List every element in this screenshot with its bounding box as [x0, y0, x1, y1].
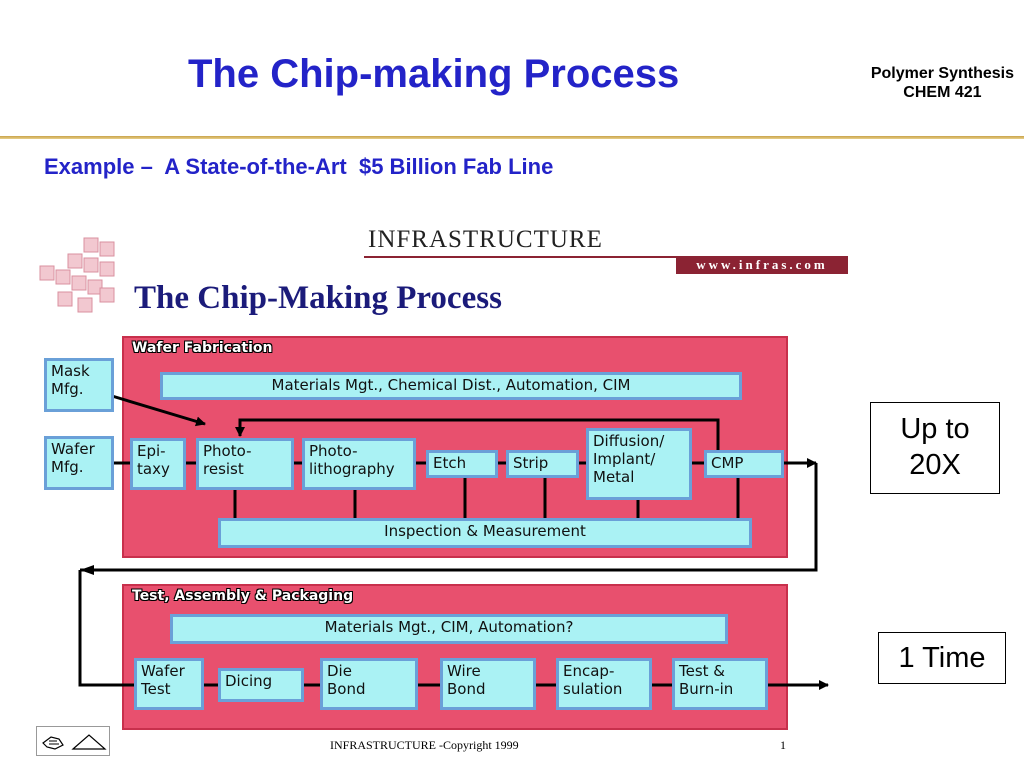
test-materials-box: Materials Mgt., CIM, Automation?	[170, 614, 728, 644]
once-callout: 1 Time	[878, 632, 1006, 684]
materials-management-box: Materials Mgt., Chemical Dist., Automati…	[160, 372, 742, 400]
wafer-test-box: Wafer Test	[134, 658, 204, 710]
copyright-text: INFRASTRUCTURE -Copyright 1999	[330, 738, 519, 752]
dicing-box: Dicing	[218, 668, 304, 702]
diffusion-implant-metal-box: Diffusion/ Implant/ Metal	[586, 428, 692, 500]
hand-pointer-icon[interactable]	[42, 736, 64, 750]
strip-box: Strip	[506, 450, 579, 478]
triangle-icon[interactable]	[71, 734, 107, 750]
wafer-mfg-box: Wafer Mfg.	[44, 436, 114, 490]
etch-box: Etch	[426, 450, 498, 478]
header-divider	[0, 136, 1024, 139]
inspection-measurement-box: Inspection & Measurement	[218, 518, 752, 548]
diagram-title: The Chip-Making Process	[134, 280, 502, 316]
photolithography-box: Photo- lithography	[302, 438, 416, 490]
brand-underline	[364, 256, 848, 258]
slide-title: The Chip-making Process	[188, 52, 680, 96]
die-bond-box: Die Bond	[320, 658, 418, 710]
slide-subtitle: Example – A State-of-the-Art $5 Billion …	[44, 154, 554, 179]
test-assembly-label: Test, Assembly & Packaging	[132, 588, 354, 604]
wire-bond-box: Wire Bond	[440, 658, 536, 710]
page-number: 1	[780, 738, 786, 752]
course-info: Polymer Synthesis CHEM 421	[871, 64, 1014, 102]
infrastructure-logo-icon	[39, 237, 115, 313]
brand-wordmark: INFRASTRUCTURE	[368, 226, 603, 253]
epitaxy-box: Epi- taxy	[130, 438, 186, 490]
test-burnin-box: Test & Burn-in	[672, 658, 768, 710]
encapsulation-box: Encap- sulation	[556, 658, 652, 710]
repeat-callout: Up to 20X	[870, 402, 1000, 494]
wafer-fabrication-label: Wafer Fabrication	[132, 340, 273, 356]
footer-nav[interactable]	[36, 726, 110, 756]
mask-mfg-box: Mask Mfg.	[44, 358, 114, 412]
course-name: Polymer Synthesis	[870, 65, 1014, 82]
course-code: CHEM 421	[903, 84, 982, 101]
cmp-box: CMP	[704, 450, 784, 478]
brand-url: www.infras.com	[676, 256, 848, 274]
photoresist-box: Photo- resist	[196, 438, 294, 490]
